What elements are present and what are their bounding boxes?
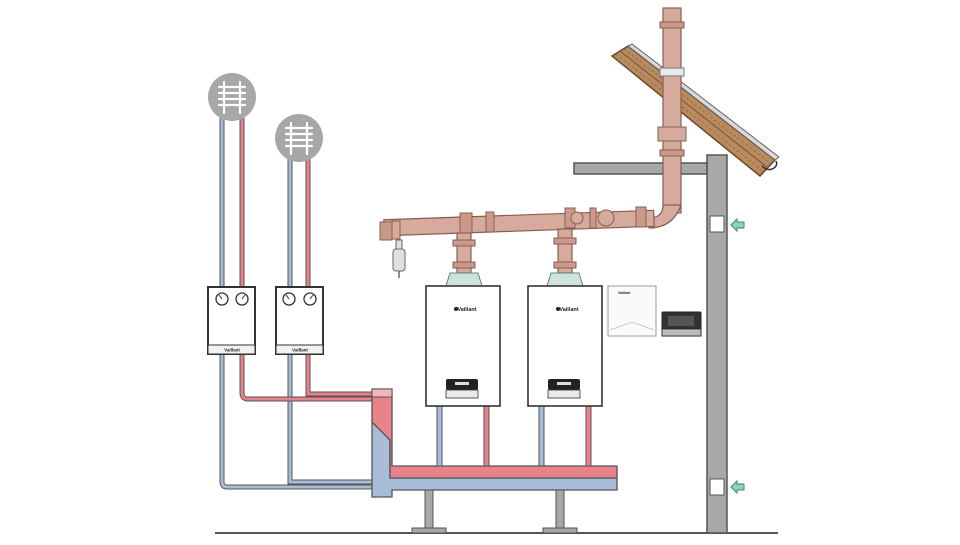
vertical-flue [648, 7, 687, 229]
mixing-module-1: Vaillant [207, 286, 256, 355]
building-wall [573, 154, 728, 534]
air-inlet-vent-bottom [709, 478, 725, 496]
header-supports [411, 489, 578, 534]
module-1-brand-label: Vaillant [224, 348, 240, 353]
system-controller-box: Vaillant [607, 285, 657, 337]
return-pipe-circuit-1 [219, 118, 378, 490]
air-inlet-arrow-top-icon [730, 217, 745, 233]
roof [610, 43, 780, 178]
boiler-1: Vaillant [425, 285, 501, 407]
boiler-1-brand-label: Vaillant [457, 307, 476, 313]
controller-brand-label: Vaillant [618, 291, 631, 295]
flue-connector-2 [546, 228, 584, 287]
flow-pipe-circuit-2 [305, 158, 378, 397]
module-2-brand-label: Vaillant [292, 348, 308, 353]
boiler-1-pipes [436, 405, 490, 467]
boiler-2-pipes [538, 405, 592, 467]
boiler-2-brand-label: Vaillant [559, 307, 578, 313]
mixing-module-2: Vaillant [275, 286, 324, 355]
boiler-2: Vaillant [527, 285, 603, 407]
room-controller [661, 311, 702, 337]
air-inlet-arrow-bottom-icon [730, 479, 745, 495]
radiator-icon-2 [275, 114, 323, 162]
flue-connector-1 [445, 232, 483, 287]
radiator-icon-1 [208, 73, 256, 121]
air-inlet-vent-top [709, 215, 725, 233]
horizontal-flue [379, 206, 655, 278]
flow-pipe-circuit-1 [239, 118, 378, 402]
hydraulic-header [371, 388, 618, 498]
return-pipe-circuit-2 [287, 158, 378, 485]
